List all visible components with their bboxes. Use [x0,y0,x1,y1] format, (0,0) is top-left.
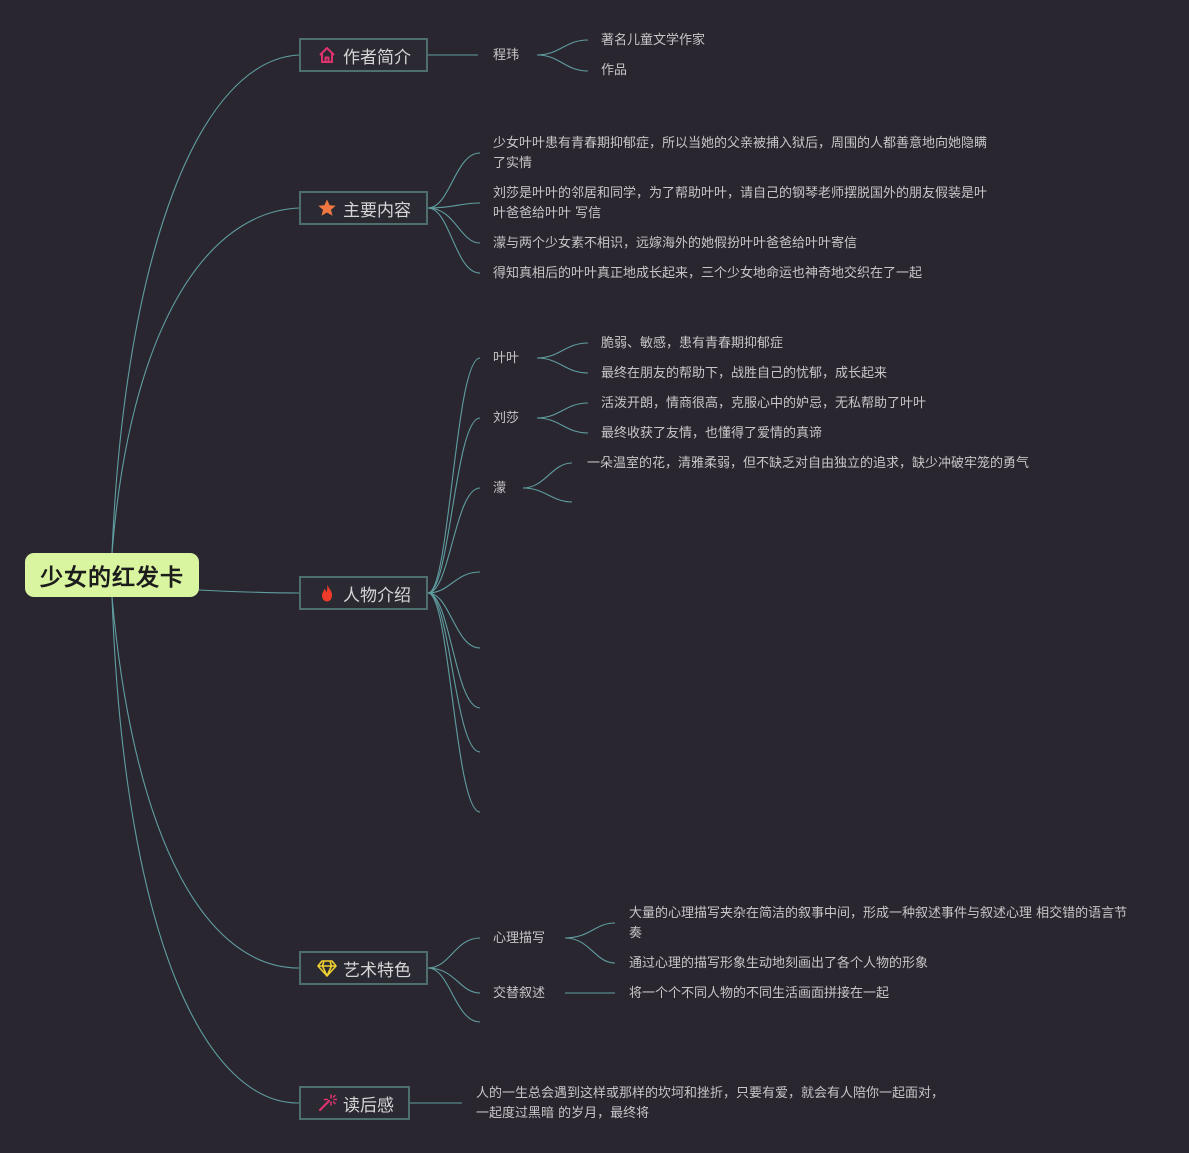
edge-content-1 [427,152,481,209]
edge-root-characters [198,589,300,594]
edge-meng-2 [522,487,573,503]
author-detail-1[interactable]: 著名儿童文学作家 [601,33,706,48]
character-yeye[interactable]: 叶叶 [493,351,520,366]
edge-yeye-1 [536,342,589,359]
edge-char-empty-2 [427,592,481,649]
edge-name-detail-2 [536,54,589,72]
topic-art-label: 艺术特色 [343,960,411,981]
topic-author-label: 作者简介 [343,47,411,68]
art-feature-alternate[interactable]: 交替叙述 [493,986,546,1001]
root-node[interactable]: 少女的红发卡 [25,553,199,597]
edge-root-reflection [111,596,300,1104]
edge-char-empty-5 [427,592,481,813]
author-name[interactable]: 程玮 [493,48,520,63]
magic-wand-icon [317,1093,337,1113]
art-feature-psych[interactable]: 心理描写 [493,931,546,946]
edge-char-empty-3 [427,592,481,709]
liusha-trait-2[interactable]: 最终收获了友情，也懂得了爱情的真谛 [601,426,823,441]
fire-icon [317,583,337,603]
edge-root-art [111,596,300,969]
edge-content-4 [427,207,481,274]
edge-liusha-1 [536,402,589,419]
edge-root-author [111,54,300,554]
topic-reflection[interactable]: 读后感 [299,1086,410,1120]
edge-root-content [111,207,300,554]
edge-psych-1 [564,922,616,939]
liusha-trait-1[interactable]: 活泼开朗，情商很高，克服心中的妒忌，无私帮助了叶叶 [601,396,927,411]
star-icon [317,198,337,218]
meng-trait-1[interactable]: 一朵温室的花，清雅柔弱，但不缺乏对自由独立的追求，缺少冲破牢笼的勇气 [587,456,1030,471]
yeye-trait-1[interactable]: 脆弱、敏感，患有青春期抑郁症 [601,336,784,351]
content-item-2[interactable]: 刘莎是叶叶的邻居和同学，为了帮助叶叶，请自己的钢琴老师摆脱国外的朋友假装是叶叶爸… [493,186,988,221]
character-meng[interactable]: 濛 [493,481,507,496]
topic-art[interactable]: 艺术特色 [299,951,428,985]
edge-char-liusha [427,417,481,594]
content-item-1[interactable]: 少女叶叶患有青春期抑郁症，所以当她的父亲被捕入狱后，周围的人都善意地向她隐瞒了实… [493,136,988,171]
diamond-icon [317,958,337,978]
edge-yeye-2 [536,357,589,374]
edge-art-empty [427,967,481,1023]
author-detail-2[interactable]: 作品 [601,63,628,78]
edge-content-2 [427,202,481,209]
edge-name-detail-1 [536,39,589,56]
content-item-3[interactable]: 濛与两个少女素不相识，远嫁海外的她假扮叶叶爸爸给叶叶寄信 [493,236,858,251]
edge-char-meng [427,487,481,594]
topic-reflection-label: 读后感 [343,1095,394,1116]
psych-detail-1[interactable]: 大量的心理描写夹杂在简洁的叙事中间，形成一种叙述事件与叙述心理 相交错的语言节奏 [629,906,1128,941]
edge-char-yeye [427,357,481,594]
psych-detail-2[interactable]: 通过心理的描写形象生动地刻画出了各个人物的形象 [629,956,929,971]
edge-psych-2 [564,937,616,964]
topic-characters[interactable]: 人物介绍 [299,576,428,610]
edge-content-3 [427,207,481,244]
topic-content[interactable]: 主要内容 [299,191,428,225]
character-liusha[interactable]: 刘莎 [493,411,520,426]
reflection-text[interactable]: 人的一生总会遇到这样或那样的坎坷和挫折，只要有爱，就会有人陪你一起面对，一起度过… [476,1086,945,1121]
topic-author[interactable]: 作者简介 [299,38,428,72]
edge-art-alt [427,967,481,994]
edge-char-empty-1 [427,571,481,594]
alternate-detail-1[interactable]: 将一个个不同人物的不同生活画面拼接在一起 [629,986,890,1001]
edge-meng-1 [522,462,573,489]
root-label: 少女的红发卡 [40,565,184,591]
yeye-trait-2[interactable]: 最终在朋友的帮助下，战胜自己的忧郁，成长起来 [601,366,888,381]
topic-characters-label: 人物介绍 [343,585,411,606]
edge-art-psych [427,937,481,969]
house-icon [317,45,337,65]
edge-liusha-2 [536,417,589,434]
content-item-4[interactable]: 得知真相后的叶叶真正地成长起来，三个少女地命运也神奇地交织在了一起 [493,266,923,281]
topic-content-label: 主要内容 [343,200,411,221]
edge-char-empty-4 [427,592,481,753]
